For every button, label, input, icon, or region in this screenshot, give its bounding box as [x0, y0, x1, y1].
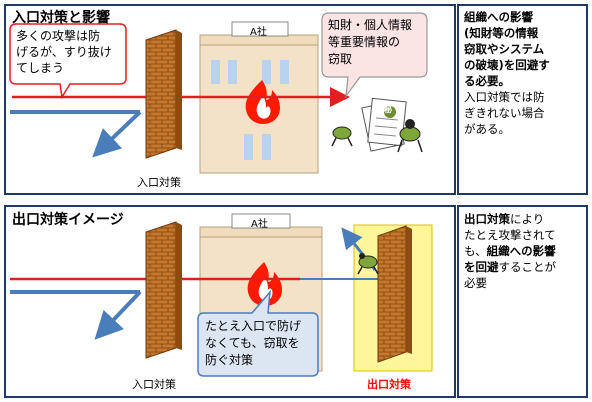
bottom-callout: たとえ入口で防げ なくても、窃取を 防ぐ対策 [198, 316, 318, 371]
top-side-bold-line: る必要。 [464, 74, 510, 88]
bottom-side-line-1: 出口対策により [464, 211, 586, 227]
top-attack-callout-line: てしまう [16, 61, 65, 75]
top-theft-callout-line: 知財・個人情報 [328, 18, 413, 32]
bottom-side-rest: により [510, 212, 545, 226]
top-fire-icon [245, 80, 280, 124]
bottom-callout-line: 防ぐ対策 [205, 353, 254, 367]
top-entrance-wall [145, 29, 182, 159]
top-side-bold-line: の破壊)を回避す [464, 58, 550, 72]
bottom-entrance-label: 入口対策 [132, 378, 176, 391]
bottom-exit-wall [377, 225, 412, 363]
top-theft-callout-line: 等重要情報の [328, 35, 401, 49]
document-mark: 秘 [384, 105, 392, 114]
top-theft-callout: 知財・個人情報 等重要情報の 窃取 [322, 14, 428, 71]
bottom-exit-label: 出口対策 [367, 378, 411, 391]
top-side-text: 組織への影響 (知財等の情報 窃取やシステム の破壊)を回避す る必要。 入口対… [464, 9, 586, 137]
bottom-building-sign: A社 [251, 219, 268, 230]
top-attack-callout: 多くの攻撃は防 げるが、すり抜け てしまう [10, 26, 128, 78]
top-side-bold-line: (知財等の情報 [464, 26, 539, 40]
top-building-sign: A社 [250, 27, 267, 38]
bottom-callout-shape [197, 289, 319, 377]
bottom-side-bold: 出口対策 [464, 212, 510, 226]
bottom-side-text: 出口対策により たとえ攻撃されて も、組織への影響 を回避することが 必要 [464, 211, 586, 291]
bottom-malware-bug-icon [357, 253, 379, 275]
top-wall-label: 入口対策 [137, 176, 181, 189]
bottom-side-rest: も、 [464, 244, 487, 258]
malware-bug-icon [331, 119, 423, 153]
top-theft-callout-shape [321, 12, 428, 99]
bottom-side-bold: 組織への影響 [486, 244, 556, 258]
top-attack-callout-line: 多くの攻撃は防 [16, 29, 101, 43]
bottom-panel-title: 出口対策イメージ [12, 212, 124, 228]
top-side-line: ぎきれない場合 [464, 106, 545, 120]
bottom-side-rest: することが [498, 260, 557, 274]
top-attack-callout-shape [9, 23, 127, 100]
bottom-callout-line: たとえ入口で防げ [205, 319, 302, 333]
bottom-side-line-4: を回避することが [464, 259, 586, 275]
top-theft-callout-line: 窃取 [328, 52, 353, 66]
bottom-side-line-5: 必要 [464, 276, 487, 290]
top-side-bold-line: 窃取やシステム [464, 42, 545, 56]
top-panel-title: 入口対策と影響 [12, 10, 110, 26]
top-deflect-arrow [92, 110, 142, 158]
bottom-side-line-2: たとえ攻撃されて [464, 228, 556, 242]
bottom-callout-line: なくても、窃取を [205, 336, 300, 350]
top-side-line: がある。 [464, 122, 510, 136]
document-icon [361, 97, 407, 152]
bottom-side-line-3: も、組織への影響 [464, 243, 586, 259]
bottom-side-bold: を回避 [464, 260, 499, 274]
top-attack-callout-line: げるが、すり抜け [16, 45, 112, 59]
top-side-panel [457, 4, 588, 195]
bottom-entrance-wall [145, 221, 182, 359]
top-side-line: 入口対策では防 [464, 90, 545, 104]
top-side-bold-line: 組織への影響 [464, 10, 533, 24]
bottom-deflect-arrow [94, 290, 142, 340]
